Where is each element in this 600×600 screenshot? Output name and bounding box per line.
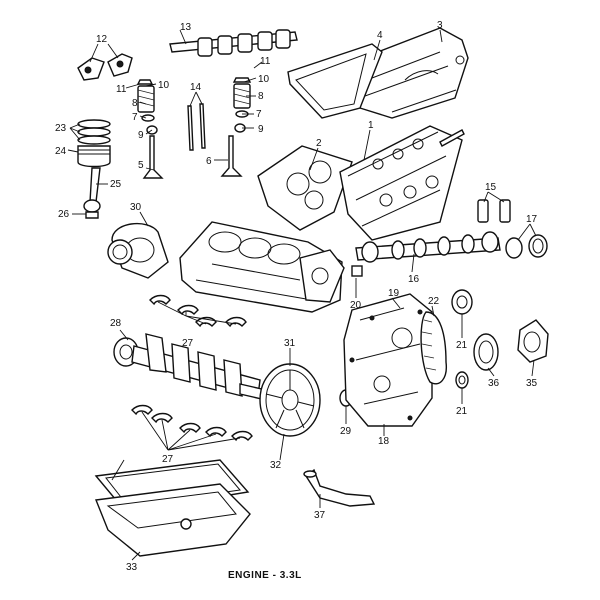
timing-cover <box>343 293 433 427</box>
callout-32: 32 <box>270 460 282 471</box>
piston-rings <box>77 119 111 145</box>
head-gasket <box>257 145 353 231</box>
callout-27-upper: 27 <box>182 338 194 349</box>
callout-26: 26 <box>58 209 70 220</box>
callout-1: 1 <box>368 120 374 131</box>
callout-3: 3 <box>437 20 443 31</box>
camshaft <box>355 231 501 263</box>
callout-11-right: 11 <box>260 56 271 67</box>
callout-20: 20 <box>350 300 362 311</box>
oil-pickup <box>303 468 376 507</box>
callout-5: 5 <box>138 160 144 171</box>
valve-cover-gasket <box>287 43 383 119</box>
crank-sprocket <box>455 371 469 389</box>
callout-10-right: 10 <box>258 74 270 85</box>
cylinder-head <box>339 125 465 241</box>
callout-9-right: 9 <box>258 124 264 135</box>
push-rods <box>187 103 206 151</box>
callout-22: 22 <box>428 296 440 307</box>
connecting-rod <box>83 167 101 219</box>
callout-13: 13 <box>180 22 192 33</box>
rocker-arm-set <box>77 53 133 81</box>
callout-21-lower: 21 <box>456 406 468 417</box>
callout-25: 25 <box>110 179 122 190</box>
callout-11-left: 11 <box>116 84 127 95</box>
valve-lifters <box>477 199 511 223</box>
leader-lines <box>67 29 537 561</box>
callout-19: 19 <box>388 288 400 299</box>
timing-gasket <box>473 333 499 371</box>
callout-24: 24 <box>55 146 67 157</box>
callout-21-upper: 21 <box>456 340 468 351</box>
rear-seal-plate <box>107 222 169 279</box>
callout-12: 12 <box>96 34 108 45</box>
diagram-caption: ENGINE - 3.3L <box>228 570 302 581</box>
callout-17: 17 <box>526 214 538 225</box>
callout-7-right: 7 <box>256 109 262 120</box>
callout-29: 29 <box>340 426 352 437</box>
crank-pulley <box>259 363 321 437</box>
rocker-shaft-assembly <box>169 29 298 57</box>
callout-14: 14 <box>190 82 202 93</box>
crankshaft <box>113 333 267 401</box>
callout-4: 4 <box>377 30 383 41</box>
cam-bearings <box>505 234 548 259</box>
callout-33: 33 <box>126 562 138 573</box>
callout-27-lower: 27 <box>162 454 174 465</box>
callout-2: 2 <box>316 138 322 149</box>
callout-8-right: 8 <box>258 91 264 102</box>
callout-28: 28 <box>110 318 122 329</box>
water-pump <box>517 319 549 363</box>
callout-10-left: 10 <box>158 80 170 91</box>
valve-train-right <box>220 77 252 177</box>
callout-8-left: 8 <box>132 98 138 109</box>
callout-36: 36 <box>488 378 500 389</box>
callout-31: 31 <box>284 338 296 349</box>
main-bearings-upper <box>149 294 247 328</box>
valve-cover <box>351 27 469 119</box>
callout-15: 15 <box>485 182 497 193</box>
callout-23: 23 <box>55 123 67 134</box>
callout-18: 18 <box>378 436 390 447</box>
callout-6: 6 <box>206 156 212 167</box>
callout-37: 37 <box>314 510 326 521</box>
timing-chain <box>420 311 447 385</box>
callout-16: 16 <box>408 274 420 285</box>
callout-35: 35 <box>526 378 538 389</box>
callout-7-left: 7 <box>132 112 138 123</box>
oil-pan <box>95 483 251 557</box>
callout-numbers: 1 2 3 4 5 6 7 7 8 8 9 9 10 10 11 11 12 1… <box>55 20 538 573</box>
cam-sprocket <box>451 289 473 315</box>
callout-9-left: 9 <box>138 130 144 141</box>
callout-30: 30 <box>130 202 142 213</box>
engine-block <box>179 221 363 313</box>
piston <box>77 145 111 168</box>
main-bearings-lower <box>131 404 253 442</box>
